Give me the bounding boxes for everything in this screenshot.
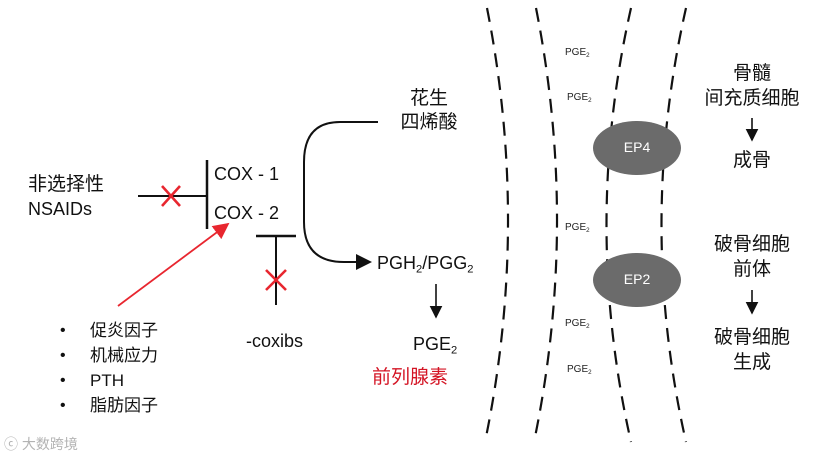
membrane-line-2 <box>532 7 559 443</box>
osteoclast-line1: 破骨细胞 <box>713 234 790 255</box>
arachidonic-acid-line1: 花生 <box>409 88 448 109</box>
pgh-text: PGH <box>377 253 417 273</box>
coxibs-block-cross-icon <box>265 269 287 291</box>
watermark-text: 大数跨境 <box>21 436 78 452</box>
list-item: 促炎因子 <box>60 318 158 343</box>
arachidonic-acid-line2: 四烯酸 <box>400 112 458 133</box>
membrane-pge2-label: PGE2 <box>565 318 590 330</box>
bone-marrow-line2: 间充质细胞 <box>704 88 800 109</box>
osteogenesis-label: 成骨 <box>732 150 771 171</box>
list-item: 脂肪因子 <box>60 393 158 418</box>
pgh2-pgg2-label: PGH2/PGG2 <box>377 252 473 280</box>
ep4-receptor <box>593 121 681 175</box>
ep2-receptor <box>593 253 681 307</box>
coxibs-label: -coxibs <box>246 331 304 351</box>
membrane-pge2-label: PGE2 <box>567 92 592 104</box>
membrane-line-4 <box>660 7 688 443</box>
membrane-line-1 <box>483 7 510 443</box>
pge-text: PGE <box>413 334 452 354</box>
pgg-subscript: 2 <box>467 263 474 276</box>
nsaids-block-cross-icon <box>161 185 181 207</box>
nsaids-label-line1: 非选择性 <box>28 174 105 195</box>
conversion-curve-arrow <box>303 121 378 270</box>
nsaids-label-line2: NSAIDs <box>28 199 93 219</box>
osteoclast-line2: 前体 <box>732 259 771 280</box>
watermark-logo-icon: ⓒ <box>4 436 18 452</box>
list-item: PTH <box>60 368 158 393</box>
osteoclastogenesis-line1: 破骨细胞 <box>713 327 790 348</box>
watermark: ⓒ 大数跨境 <box>4 434 78 454</box>
membrane-pge2-label: PGE2 <box>567 364 592 376</box>
factors-list: 促炎因子 机械应力 PTH 脂肪因子 <box>60 318 158 418</box>
osteoclastogenesis-line2: 生成 <box>732 352 771 373</box>
bone-marrow-line1: 骨髓 <box>732 63 771 84</box>
membrane-pge2-label: PGE2 <box>565 222 590 234</box>
pgg-text: /PGG <box>422 253 468 273</box>
membrane-pge2-label: PGE2 <box>565 47 590 59</box>
cox1-label: COX - 1 <box>214 164 280 184</box>
cox2-label: COX - 2 <box>214 203 280 223</box>
ep2-label: EP2 <box>623 271 651 287</box>
ep4-label: EP4 <box>623 139 651 155</box>
pgh-subscript: 2 <box>416 263 423 276</box>
membrane-line-3 <box>605 7 633 443</box>
factors-activate-arrow <box>117 222 230 307</box>
list-item: 机械应力 <box>60 343 158 368</box>
pge-subscript: 2 <box>451 344 458 357</box>
prostaglandin-label: 前列腺素 <box>372 367 449 388</box>
pge2-label: PGE2 <box>413 333 457 361</box>
